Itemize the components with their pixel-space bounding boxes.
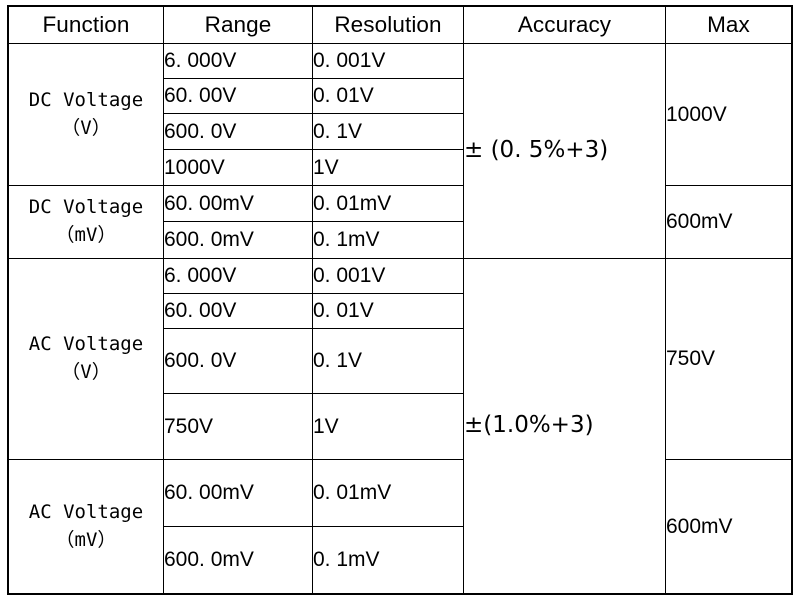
function-cell-ac-voltage-mv: AC Voltage （mV）: [8, 459, 164, 594]
specification-table-container: Function Range Resolution Accuracy Max D…: [7, 5, 793, 595]
header-row: Function Range Resolution Accuracy Max: [8, 6, 792, 44]
range-cell: 600. 0mV: [163, 526, 313, 594]
accuracy-cell-dc: ± (0. 5%+3): [463, 43, 666, 259]
range-cell: 60. 00mV: [163, 185, 313, 222]
table-row: 600. 0V 0. 1V: [9, 113, 792, 150]
table-header: Function Range Resolution Accuracy Max: [8, 6, 792, 44]
column-header-accuracy: Accuracy: [463, 6, 666, 44]
table-row: 1000V 1V: [9, 149, 792, 186]
table-row: AC Voltage （V） 6. 000V 0. 001V ±(1.0%+3)…: [8, 258, 792, 594]
resolution-cell: 0. 1mV: [312, 221, 464, 259]
resolution-cell: 0. 001V: [312, 258, 464, 294]
function-cell-dc-voltage-v: DC Voltage （V）: [8, 43, 164, 186]
resolution-cell: 0. 01mV: [312, 185, 464, 222]
range-cell: 60. 00V: [163, 78, 313, 114]
column-header-max: Max: [665, 6, 792, 44]
range-cell: 60. 00mV: [163, 459, 313, 527]
table-row: 600. 0mV 0. 1mV: [9, 526, 792, 594]
range-cell: 6. 000V: [163, 258, 313, 294]
range-cell: 60. 00V: [163, 293, 313, 329]
table-body: DC Voltage （V） 6. 000V 0. 001V ± (0. 5%+…: [8, 43, 792, 594]
range-cell: 750V: [163, 393, 313, 460]
max-cell-ac-mv: 600mV: [665, 459, 792, 594]
range-cell: 6. 000V: [163, 43, 313, 79]
column-header-range: Range: [163, 6, 313, 44]
table-row: 60. 00V 0. 01V: [9, 78, 792, 114]
resolution-cell: 0. 001V: [312, 43, 464, 79]
table-row: 600. 0V 0. 1V: [9, 328, 792, 394]
table-row: DC Voltage （mV） 60. 00mV 0. 01mV 600mV: [8, 185, 792, 259]
resolution-cell: 1V: [312, 149, 464, 186]
resolution-cell: 0. 01V: [312, 293, 464, 329]
range-cell: 600. 0V: [163, 328, 313, 394]
resolution-cell: 0. 1V: [312, 113, 464, 150]
max-cell-dc-mv: 600mV: [665, 185, 792, 259]
resolution-cell: 0. 01mV: [312, 459, 464, 527]
resolution-cell: 0. 01V: [312, 78, 464, 114]
table-row: 60. 00V 0. 01V: [9, 293, 792, 329]
function-cell-dc-voltage-mv: DC Voltage （mV）: [8, 185, 164, 259]
max-cell-dc-v: 1000V: [665, 43, 792, 186]
resolution-cell: 1V: [312, 393, 464, 460]
max-cell-ac-v: 750V: [665, 258, 792, 460]
column-header-function: Function: [8, 6, 164, 44]
table-row: 600. 0mV 0. 1mV: [9, 221, 792, 259]
table-row: 750V 1V: [9, 393, 792, 460]
range-cell: 600. 0V: [163, 113, 313, 150]
function-cell-ac-voltage-v: AC Voltage （V）: [8, 258, 164, 460]
range-cell: 1000V: [163, 149, 313, 186]
resolution-cell: 0. 1mV: [312, 526, 464, 594]
range-cell: 600. 0mV: [163, 221, 313, 259]
table-row: AC Voltage （mV） 60. 00mV 0. 01mV 600mV: [8, 459, 792, 594]
accuracy-cell-ac: ±(1.0%+3): [463, 258, 666, 594]
resolution-cell: 0. 1V: [312, 328, 464, 394]
table-row: DC Voltage （V） 6. 000V 0. 001V ± (0. 5%+…: [8, 43, 792, 259]
column-header-resolution: Resolution: [312, 6, 464, 44]
multimeter-specification-table: Function Range Resolution Accuracy Max D…: [7, 5, 793, 595]
